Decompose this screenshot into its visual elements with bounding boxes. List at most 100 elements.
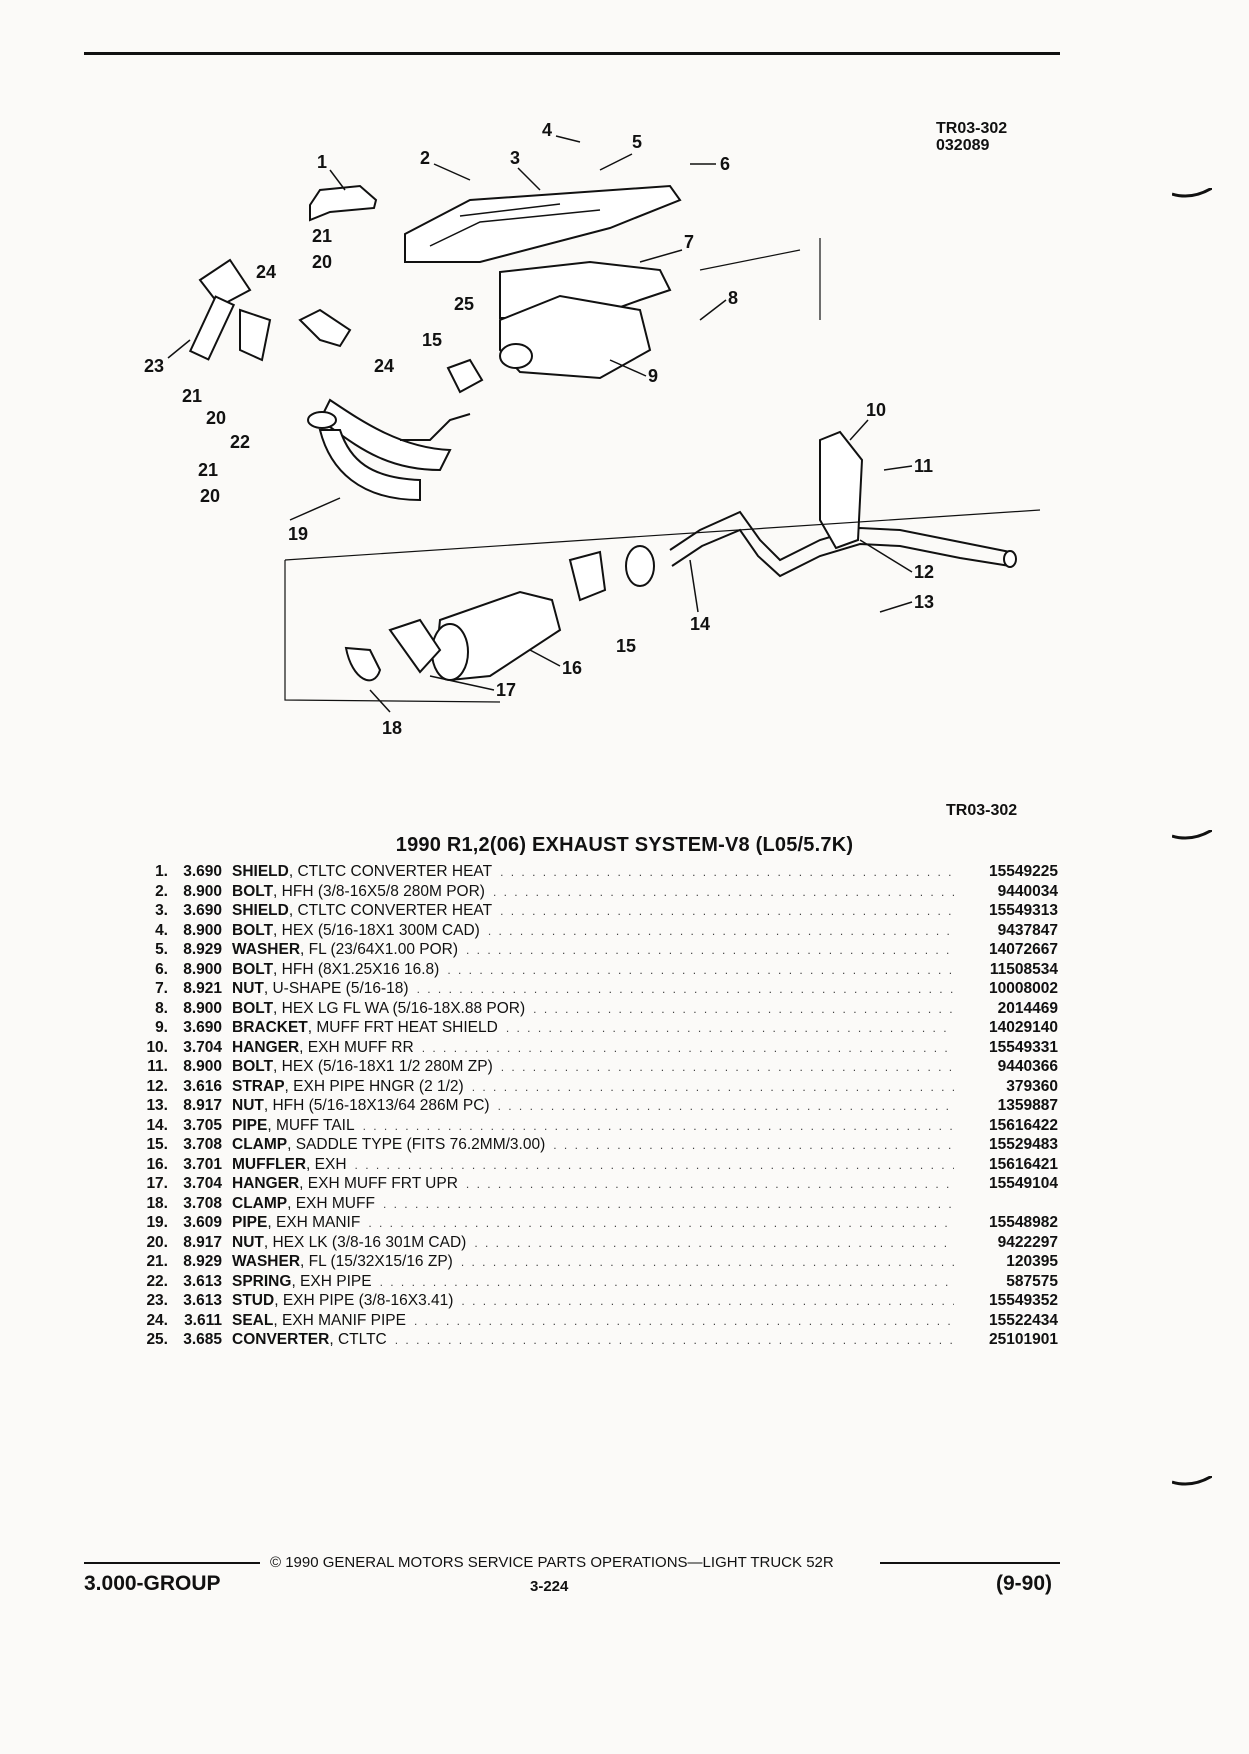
part-name: STUD [232, 1292, 275, 1309]
part-name: CONVERTER [232, 1331, 330, 1348]
dot-leader [488, 922, 954, 942]
callout-3: 3 [510, 148, 520, 168]
part-item-number: 13. [146, 1097, 168, 1114]
part-description: , EXH MUFF FRT UPR [299, 1175, 458, 1192]
part-name: BOLT [232, 921, 274, 939]
callout-21a: 21 [312, 226, 332, 246]
part-catalog-code: 3.685 [183, 1331, 222, 1348]
part-catalog-code: 3.708 [183, 1194, 222, 1212]
part-description: , HEX (5/16-18X1 1/2 280M ZP) [273, 1058, 493, 1075]
part-description: , HFH (5/16-18X13/64 286M PC) [263, 1097, 490, 1114]
part-catalog-code: 8.917 [183, 1097, 222, 1114]
part-name: SHIELD [232, 902, 289, 919]
part-description: , FL (23/64X1.00 POR) [300, 941, 458, 958]
part-item-number: 11. [147, 1058, 168, 1075]
dot-leader [466, 941, 954, 961]
part-item-number: 3. [155, 902, 168, 919]
part-name: BRACKET [232, 1019, 308, 1036]
part-name: SPRING [232, 1272, 292, 1290]
part-description: , FL (15/32X15/16 ZP) [300, 1253, 453, 1270]
dot-leader [395, 1331, 954, 1351]
part-item-number: 7. [155, 980, 168, 997]
part-number: 2014469 [997, 999, 1058, 1017]
part-item-number: 1. [155, 863, 168, 880]
callout-24a: 24 [256, 262, 276, 282]
part-description: , MUFF FRT HEAT SHIELD [307, 1019, 498, 1036]
part-name: BOLT [232, 882, 274, 900]
part-description: , HEX LG FL WA (5/16-18X.88 POR) [273, 999, 526, 1017]
part-item-number: 10. [146, 1038, 168, 1056]
part-description: , SADDLE TYPE (FITS 76.2MM/3.00) [287, 1136, 546, 1153]
part-name: HANGER [232, 1175, 300, 1192]
callout-21b: 21 [182, 386, 202, 406]
callout-17: 17 [496, 680, 516, 700]
part-number: 15549104 [989, 1175, 1058, 1192]
part-name: MUFFLER [232, 1155, 307, 1173]
binder-mark [1172, 188, 1212, 198]
dot-leader [461, 1292, 954, 1312]
part-name: BOLT [232, 1058, 274, 1075]
callout-1: 1 [317, 152, 327, 172]
part-item-number: 25. [146, 1331, 168, 1348]
part-item-number: 19. [146, 1214, 168, 1231]
part-item-number: 14. [146, 1116, 168, 1134]
part-item-number: 22. [146, 1272, 168, 1290]
part-catalog-code: 3.701 [183, 1155, 222, 1173]
diagram-artwork [188, 184, 1041, 703]
part-number: 120395 [1006, 1253, 1058, 1270]
part-catalog-code: 8.921 [183, 980, 222, 997]
part-catalog-code: 3.609 [183, 1214, 222, 1231]
part-description: , HFH (3/8-16X5/8 280M POR) [273, 882, 485, 900]
part-item-number: 24. [146, 1311, 168, 1329]
callout-2: 2 [420, 148, 430, 168]
part-description: , CTLTC CONVERTER HEAT [288, 863, 493, 880]
part-catalog-code: 3.611 [184, 1311, 222, 1329]
callout-10: 10 [866, 400, 886, 420]
callout-21c: 21 [198, 460, 218, 480]
part-item-number: 6. [155, 960, 168, 978]
part-name: NUT [232, 1233, 264, 1251]
figure-reference-date: 032089 [936, 137, 990, 154]
part-name: SHIELD [232, 863, 289, 880]
dot-leader [533, 1000, 954, 1020]
part-item-number: 12. [146, 1077, 168, 1095]
part-name: WASHER [232, 941, 301, 958]
callout-18: 18 [382, 718, 402, 738]
leader-lines [167, 135, 913, 713]
part-name: CLAMP [232, 1194, 288, 1212]
callout-4: 4 [542, 120, 552, 140]
dot-leader [500, 902, 954, 922]
part-number: 9422297 [997, 1233, 1058, 1251]
part-name: WASHER [232, 1253, 301, 1270]
part-catalog-code: 8.917 [183, 1233, 222, 1251]
part-catalog-code: 3.690 [183, 863, 222, 880]
part-description: , EXH [306, 1155, 347, 1173]
part-number: 10008002 [989, 980, 1058, 997]
callout-25: 25 [454, 294, 474, 314]
page-number: 3-224 [530, 1578, 569, 1595]
dot-leader [493, 883, 954, 903]
part-catalog-code: 3.690 [183, 902, 222, 919]
dot-leader [447, 961, 954, 981]
figure-reference-top: TR03-302 032089 [936, 120, 1007, 154]
part-item-number: 9. [155, 1019, 168, 1036]
part-description: , EXH MUFF [287, 1194, 375, 1212]
copyright-notice: © 1990 GENERAL MOTORS SERVICE PARTS OPER… [270, 1554, 834, 1571]
callout-labels: 1 2 3 4 5 6 7 8 9 10 11 12 13 14 15 15 1… [144, 120, 934, 738]
callout-15-lower: 15 [616, 636, 636, 656]
part-number: 9437847 [997, 921, 1058, 939]
part-catalog-code: 8.929 [183, 1253, 222, 1270]
binder-mark [1172, 1476, 1212, 1486]
part-name: PIPE [232, 1116, 268, 1134]
part-catalog-code: 8.900 [183, 960, 222, 978]
